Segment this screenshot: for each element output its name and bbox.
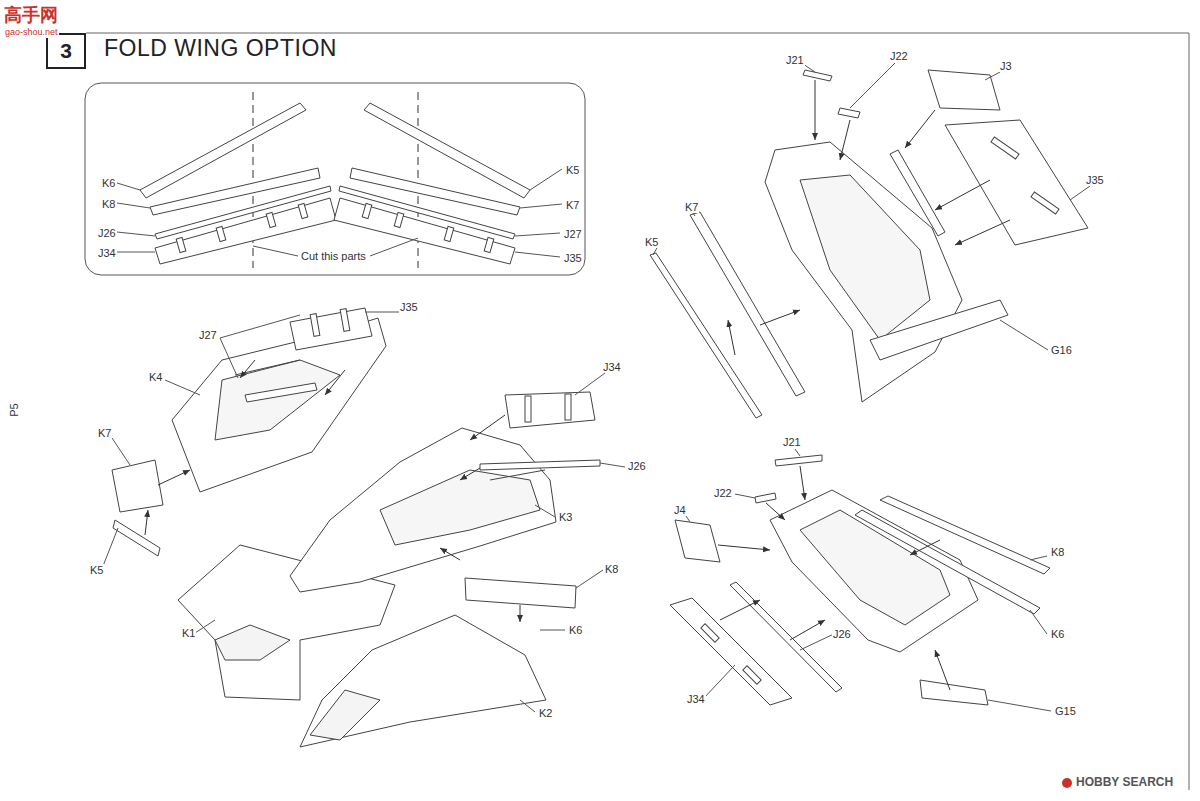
part-label: J26 [627, 460, 647, 472]
part-label: J22 [889, 50, 909, 62]
part-label: G15 [1054, 705, 1077, 717]
part-label: J35 [399, 301, 419, 313]
watermark: 高手网 [3, 6, 59, 26]
part-label: K6 [1050, 628, 1065, 640]
part-label: J35 [1085, 174, 1105, 186]
part-label: J22 [713, 487, 733, 499]
part-label: K6 [568, 624, 583, 636]
part-label: J34 [97, 247, 117, 259]
part-label: K5 [89, 564, 104, 576]
step-number-box: 3 [46, 33, 86, 69]
part-label: J4 [673, 504, 687, 516]
part-label: J35 [563, 252, 583, 264]
page-number: P5 [8, 402, 20, 417]
part-label: J26 [97, 227, 117, 239]
part-label: K7 [97, 427, 112, 439]
part-label: J34 [602, 361, 622, 373]
part-label: G16 [1050, 344, 1073, 356]
part-label: K7 [684, 201, 699, 213]
part-label: K5 [644, 236, 659, 248]
part-label: K7 [565, 199, 580, 211]
part-label: K3 [558, 511, 573, 523]
step-number: 3 [60, 39, 72, 63]
step-title: FOLD WING OPTION [104, 35, 337, 62]
part-label: K8 [604, 563, 619, 575]
part-label: K8 [1050, 546, 1065, 558]
part-label: J3 [999, 60, 1013, 72]
part-label: K2 [538, 707, 553, 719]
part-label: J27 [198, 329, 218, 341]
part-label: J27 [563, 228, 583, 240]
part-label: K6 [101, 177, 116, 189]
watermark: HOBBY SEARCH [1075, 776, 1174, 789]
watermark: gao-shou.net [4, 28, 59, 38]
part-label: J26 [832, 628, 852, 640]
part-label: J21 [785, 54, 805, 66]
part-label: K5 [565, 164, 580, 176]
part-label: K1 [181, 627, 196, 639]
part-label: J34 [686, 693, 706, 705]
part-label: K4 [148, 371, 163, 383]
note: Cut this parts [300, 250, 367, 262]
part-label: J21 [782, 436, 802, 448]
part-label: K8 [101, 198, 116, 210]
